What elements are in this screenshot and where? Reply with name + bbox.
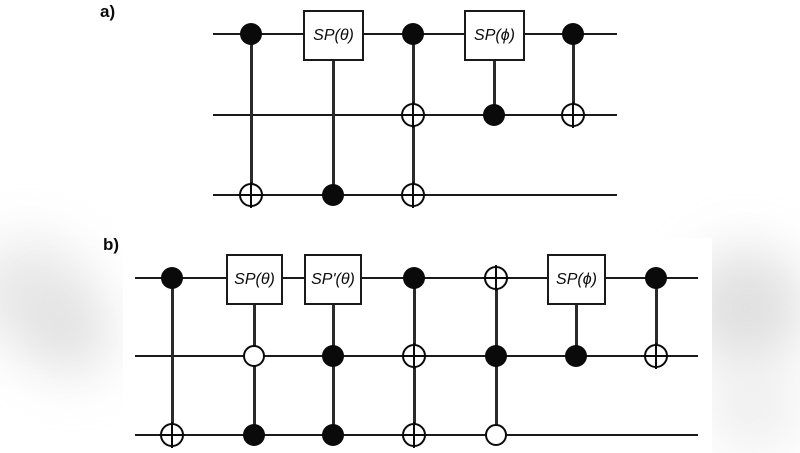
gate-panel-b-sp-theta-gate[interactable]: SP(θ) <box>226 254 283 305</box>
target-x-panel-b-cnot-final-q2[interactable] <box>643 343 669 369</box>
connector-panel-a-cnot-final <box>572 34 575 115</box>
gate-label: SP(ϕ) <box>474 26 515 44</box>
anti-control-dot-panel-b-sp-theta-gate-q2[interactable] <box>243 345 265 367</box>
target-x-panel-a-cnot-final-q2[interactable] <box>560 102 586 128</box>
target-x-panel-a-toffoli-2-q2[interactable] <box>400 102 426 128</box>
target-x-panel-b-toffoli-2-q3[interactable] <box>401 422 427 448</box>
target-x-panel-b-toffoli-2-q2[interactable] <box>401 343 427 369</box>
connector-panel-b-toffoli-1 <box>171 278 174 435</box>
panel-label-panel-a: a) <box>100 2 116 21</box>
control-dot-panel-b-cnot-final-q1[interactable] <box>645 267 667 289</box>
gate-label: SP(θ) <box>234 270 275 288</box>
target-x-panel-a-toffoli-1-q3[interactable] <box>238 182 264 208</box>
connector-panel-b-sp-theta-gate <box>253 305 256 435</box>
control-dot-panel-b-sp-theta-prime-gate-q2[interactable] <box>322 345 344 367</box>
connector-panel-b-sp-theta-prime-gate <box>332 305 335 435</box>
gate-panel-a-sp-phi-gate[interactable]: SP(ϕ) <box>464 10 525 61</box>
background-blob-3 <box>706 368 800 452</box>
gate-panel-b-sp-theta-prime-gate[interactable]: SP'(θ) <box>304 254 362 305</box>
control-dot-panel-a-cnot-final-q1[interactable] <box>562 23 584 45</box>
control-dot-panel-b-sp-theta-prime-gate-q3[interactable] <box>322 424 344 446</box>
anti-control-dot-panel-b-toffoli-3-q3[interactable] <box>485 424 507 446</box>
gate-label: SP(ϕ) <box>556 270 597 288</box>
control-dot-panel-a-toffoli-2-q1[interactable] <box>402 23 424 45</box>
panel-label-panel-b: b) <box>103 235 120 254</box>
gate-panel-b-sp-phi-gate[interactable]: SP(ϕ) <box>547 254 606 305</box>
control-dot-panel-a-toffoli-1-q1[interactable] <box>240 23 262 45</box>
gate-panel-a-sp-theta-gate[interactable]: SP(θ) <box>303 10 364 61</box>
gate-label: SP(θ) <box>313 26 354 44</box>
control-dot-panel-b-sp-theta-gate-q3[interactable] <box>243 424 265 446</box>
control-dot-panel-a-sp-phi-gate-q2[interactable] <box>483 104 505 126</box>
target-x-panel-b-toffoli-1-q3[interactable] <box>159 422 185 448</box>
connector-panel-b-cnot-final <box>655 278 658 356</box>
target-x-panel-a-toffoli-2-q3[interactable] <box>400 182 426 208</box>
control-dot-panel-b-toffoli-1-q1[interactable] <box>161 267 183 289</box>
background-blob-1 <box>28 292 114 378</box>
control-dot-panel-b-sp-phi-gate-q2[interactable] <box>565 345 587 367</box>
control-dot-panel-b-toffoli-2-q1[interactable] <box>403 267 425 289</box>
connector-panel-b-sp-phi-gate <box>575 305 578 356</box>
control-dot-panel-a-sp-theta-gate-q3[interactable] <box>322 184 344 206</box>
target-x-panel-b-toffoli-3-q1[interactable] <box>483 265 509 291</box>
connector-panel-a-toffoli-1 <box>250 34 253 195</box>
background-blob-0 <box>0 238 90 348</box>
connector-panel-a-sp-theta-gate <box>332 61 335 195</box>
gate-label: SP'(θ) <box>311 270 355 288</box>
control-dot-panel-b-toffoli-3-q2[interactable] <box>485 345 507 367</box>
connector-panel-a-sp-phi-gate <box>493 61 496 115</box>
